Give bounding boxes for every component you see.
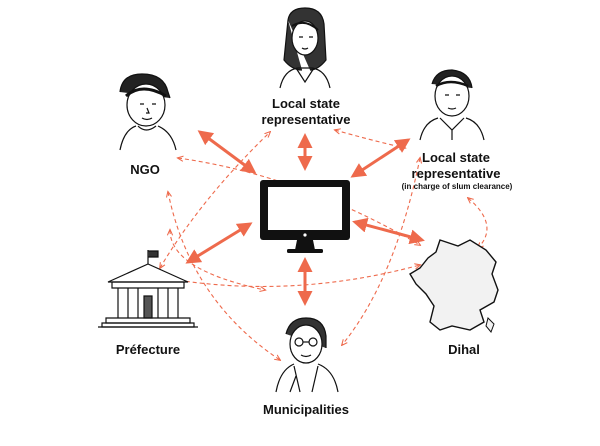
node-label-local-state: Local state representative	[261, 96, 351, 127]
node-label-municipalities: Municipalities	[263, 402, 349, 417]
node-note-slum-clearance: (in charge of slum clearance)	[401, 182, 513, 191]
france-map-icon	[409, 239, 499, 333]
arrow-computer-dihal	[352, 217, 425, 245]
person-sketch-icon	[419, 69, 485, 141]
node-label-local-state-slum: Local state representative	[411, 150, 501, 181]
node-label-prefecture: Préfecture	[115, 342, 181, 357]
person-sketch-icon	[279, 7, 331, 89]
arrow-computer-local2	[350, 138, 411, 178]
arrow-computer-ngo	[197, 130, 257, 174]
node-label-dihal: Dihal	[448, 342, 480, 357]
node-label-ngo: NGO	[130, 162, 160, 177]
person-sketch-icon	[119, 73, 177, 151]
computer-monitor-icon	[260, 180, 350, 253]
building-sketch-icon	[98, 250, 198, 328]
dashed-link-prefecture-dihal-2	[170, 230, 265, 290]
solid-connectors	[185, 130, 425, 306]
dashed-link-local1-local2	[335, 130, 405, 148]
dashed-link-prefecture-local1	[160, 132, 270, 268]
dashed-link-prefecture-dihal	[165, 265, 420, 288]
dashed-link-local2-dihal	[468, 198, 488, 248]
person-sketch-icon	[275, 317, 339, 393]
arrow-computer-prefecture	[185, 222, 253, 264]
dashed-link-local2-municipalities	[342, 158, 420, 345]
